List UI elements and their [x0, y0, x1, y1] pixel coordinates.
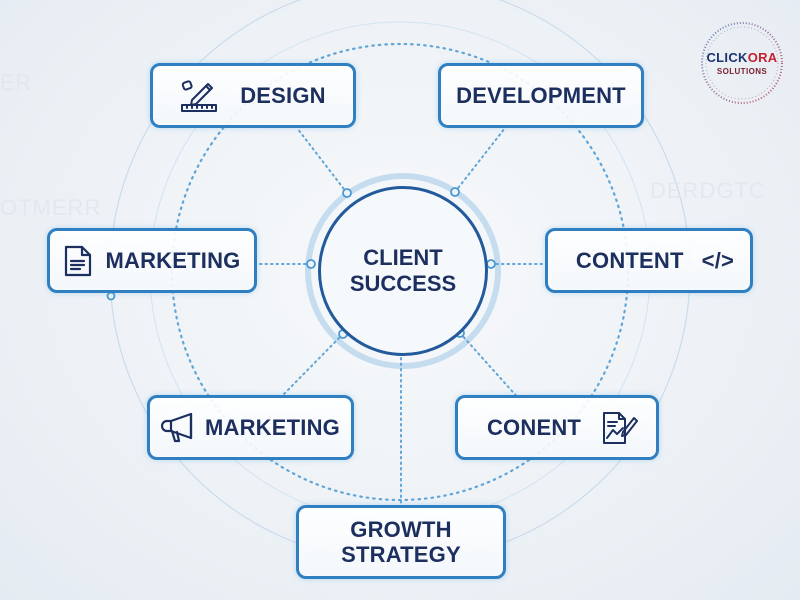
- node-marketing-left[interactable]: MARKETING: [47, 228, 257, 293]
- node-content[interactable]: CONTENT </>: [545, 228, 753, 293]
- node-conent[interactable]: CONENT: [455, 395, 659, 460]
- background-watermark: OTMERR: [0, 195, 102, 220]
- node-marketing-bottom[interactable]: MARKETING: [147, 395, 354, 460]
- node-label: CONENT: [486, 414, 582, 440]
- hub-label: CLIENT SUCCESS: [349, 245, 457, 296]
- background-watermark: ER: [0, 70, 33, 95]
- code-icon: </>: [701, 247, 735, 273]
- logo-dotted-ring-icon: [701, 22, 783, 104]
- node-label: CONTENT: [575, 247, 684, 273]
- background-watermark: DERDGTC: [650, 178, 766, 203]
- megaphone-icon: [160, 411, 197, 445]
- pencil-ruler-icon: [180, 78, 220, 114]
- logo-subtitle: SOLUTIONS: [716, 67, 768, 76]
- document-icon: [63, 244, 93, 278]
- node-label: GROWTH STRATEGY: [341, 517, 461, 567]
- logo-brand: CLICKORA: [706, 50, 778, 65]
- node-label: MARKETING: [105, 247, 241, 273]
- node-growth-strategy[interactable]: GROWTH STRATEGY: [296, 505, 506, 579]
- node-label: DEVELOPMENT: [456, 82, 626, 108]
- document-edit-chart-icon: [601, 410, 639, 446]
- node-label: MARKETING: [204, 414, 340, 440]
- node-development[interactable]: DEVELOPMENT: [438, 63, 644, 128]
- node-label: DESIGN: [240, 82, 326, 108]
- client-success-hub[interactable]: CLIENT SUCCESS: [318, 186, 488, 356]
- clickora-logo: CLICKORA SOLUTIONS: [697, 18, 787, 108]
- node-design[interactable]: DESIGN: [150, 63, 356, 128]
